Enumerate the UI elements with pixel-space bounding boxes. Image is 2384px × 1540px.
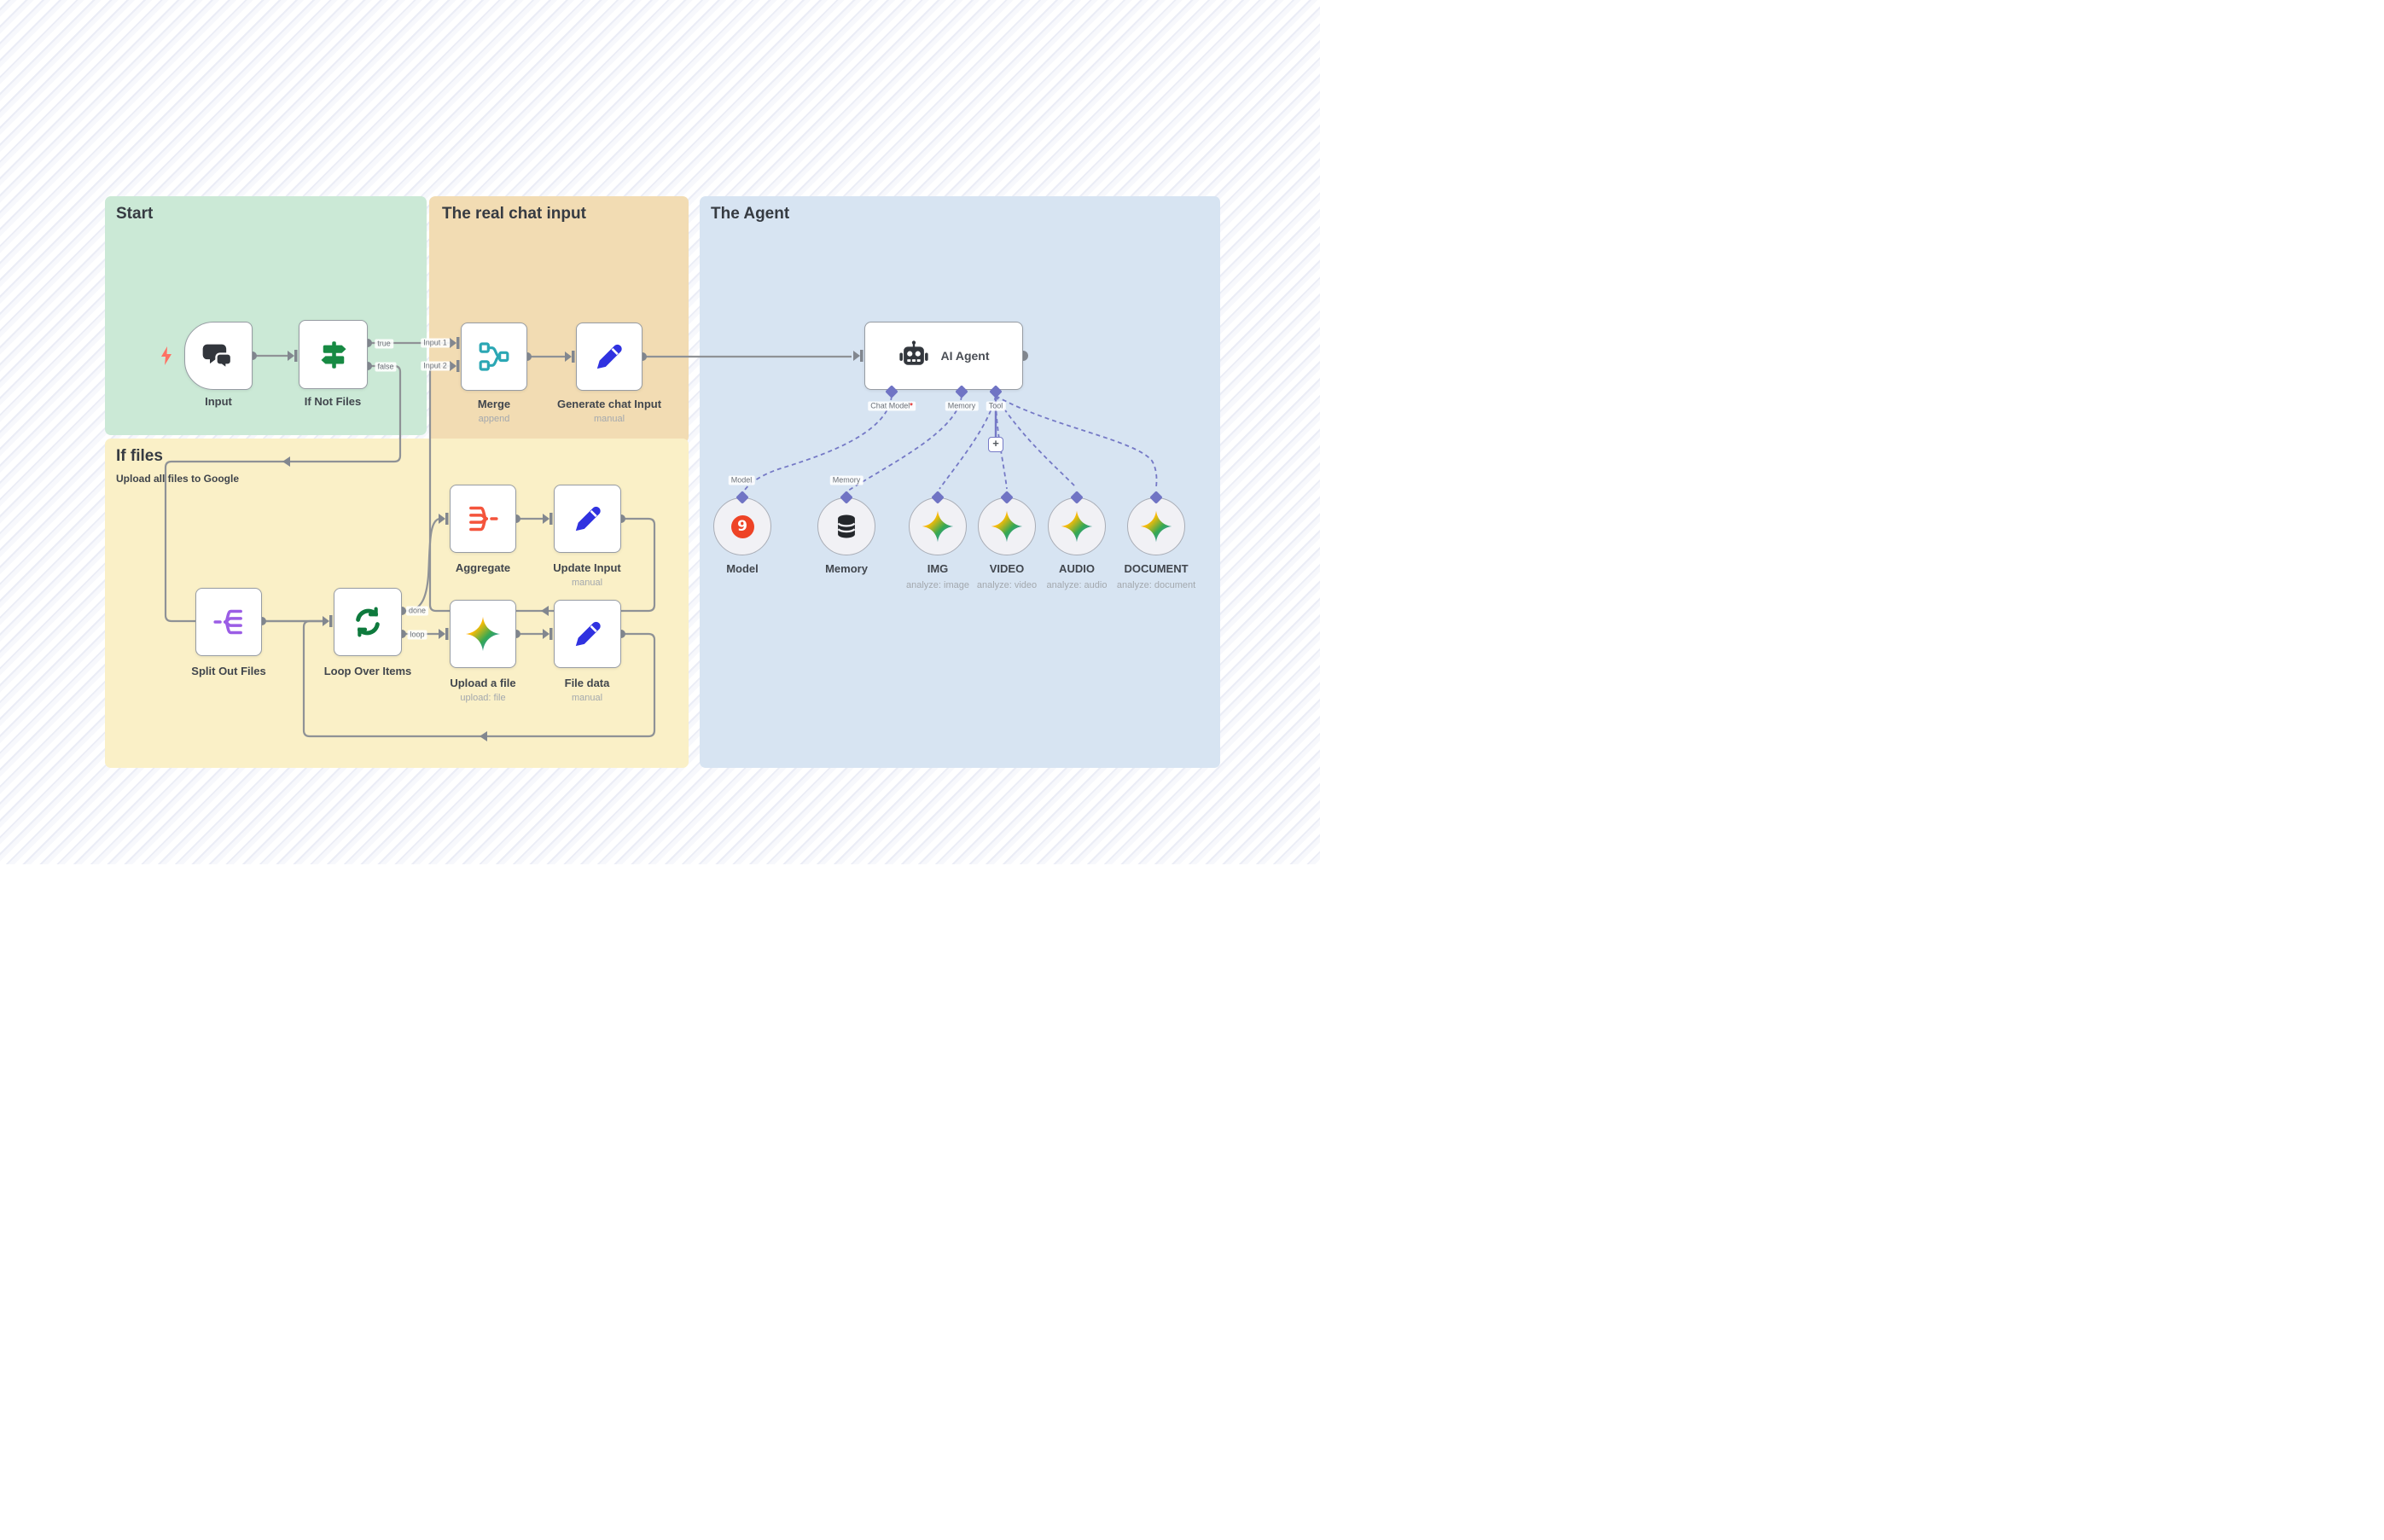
zap-icon [161,346,172,365]
node-memory[interactable] [817,497,875,555]
node-sublabel-video: analyze: video [976,580,1038,590]
model-badge-icon: 9 [730,514,754,538]
gemini-star-icon [1061,510,1093,543]
node-sublabel-merge: append [478,414,510,424]
node-label-audio: AUDIO [1059,562,1095,575]
loop-icon [356,607,380,637]
node-label-generate-chat-input: Generate chat Input [556,398,662,410]
section-title-real-chat-input: The real chat input [442,205,586,223]
agent-port-label-memory: Memory [945,401,979,411]
sticky-note-real-chat-input[interactable] [429,196,689,443]
node-model[interactable]: 9 [713,497,771,555]
node-sublabel-img: analyze: image [906,580,969,590]
output-label-false: false [375,362,397,372]
node-video[interactable] [978,497,1036,555]
node-sublabel-upload-a-file: upload: file [460,693,506,703]
node-input[interactable] [184,322,253,390]
node-sublabel-audio: analyze: audio [1046,580,1108,590]
node-label-upload-a-file: Upload a file [450,677,516,689]
merge-icon [479,342,509,371]
node-label-loop-over-items: Loop Over Items [323,665,412,677]
section-title-if-files: If files [116,447,163,465]
sticky-note-agent[interactable] [700,196,1220,768]
node-loop-over-items[interactable] [334,588,402,656]
input-label-input1: Input 1 [421,338,450,348]
input-label-input2: Input 2 [421,361,450,371]
node-sublabel-generate-chat-input: manual [593,414,625,424]
node-split-out-files[interactable] [195,588,262,656]
node-generate-chat-input[interactable] [576,323,643,391]
node-label-file-data: File data [564,677,610,689]
gemini-star-icon [1140,510,1172,543]
aggregate-icon [469,506,498,532]
gemini-star-icon [465,616,501,652]
node-label-img: IMG [927,562,949,575]
ai-agent-label: AI Agent [940,349,990,363]
section-subtitle-if-files: Upload all files to Google [116,473,240,485]
node-update-input[interactable] [554,485,621,553]
pencil-icon [575,621,601,647]
node-label-video: VIDEO [989,562,1025,575]
node-label-if-not-files: If Not Files [304,395,362,408]
add-tool-button[interactable]: + [988,437,1003,452]
node-label-model: Model [726,562,759,575]
node-sublabel-document: analyze: document [1116,580,1196,590]
output-label-done: done [405,606,429,616]
node-label-update-input: Update Input [553,561,621,574]
signpost-icon [320,340,346,369]
node-label-merge: Merge [477,398,511,410]
section-title-agent: The Agent [711,205,790,223]
wire-label-memory: Memory [829,475,863,485]
database-icon [837,514,856,538]
pencil-icon [596,344,622,369]
node-sublabel-update-input: manual [571,578,603,588]
node-label-aggregate: Aggregate [455,561,511,574]
chat-bubbles-icon [202,344,233,371]
output-label-loop: loop [407,630,427,640]
node-sublabel-file-data: manual [571,693,603,703]
node-label-memory: Memory [825,562,868,575]
output-label-true: true [375,339,393,349]
wire-label-model: Model [728,475,755,485]
split-icon [213,609,242,635]
node-file-data[interactable] [554,600,621,668]
node-audio[interactable] [1048,497,1106,555]
node-label-document: DOCUMENT [1124,562,1189,575]
agent-port-label-chat-model: Chat Model* [868,401,916,411]
node-label-split-out-files: Split Out Files [191,665,266,677]
section-title-start: Start [116,205,154,223]
robot-icon [899,340,929,365]
agent-port-label-tool: Tool [986,401,1006,411]
node-ai-agent[interactable]: AI Agent [864,322,1023,390]
node-if-not-files[interactable] [299,320,368,389]
pencil-icon [575,506,601,532]
gemini-star-icon [922,510,954,543]
gemini-star-icon [991,510,1023,543]
node-label-input: Input [205,395,232,408]
node-document[interactable] [1127,497,1185,555]
workflow-canvas[interactable]: Start The real chat input The Agent If f… [0,0,1320,864]
node-merge[interactable] [461,323,527,391]
node-img[interactable] [909,497,967,555]
node-upload-a-file[interactable] [450,600,516,668]
node-aggregate[interactable] [450,485,516,553]
connection-wires [164,337,1158,741]
sticky-note-start[interactable] [105,196,427,435]
